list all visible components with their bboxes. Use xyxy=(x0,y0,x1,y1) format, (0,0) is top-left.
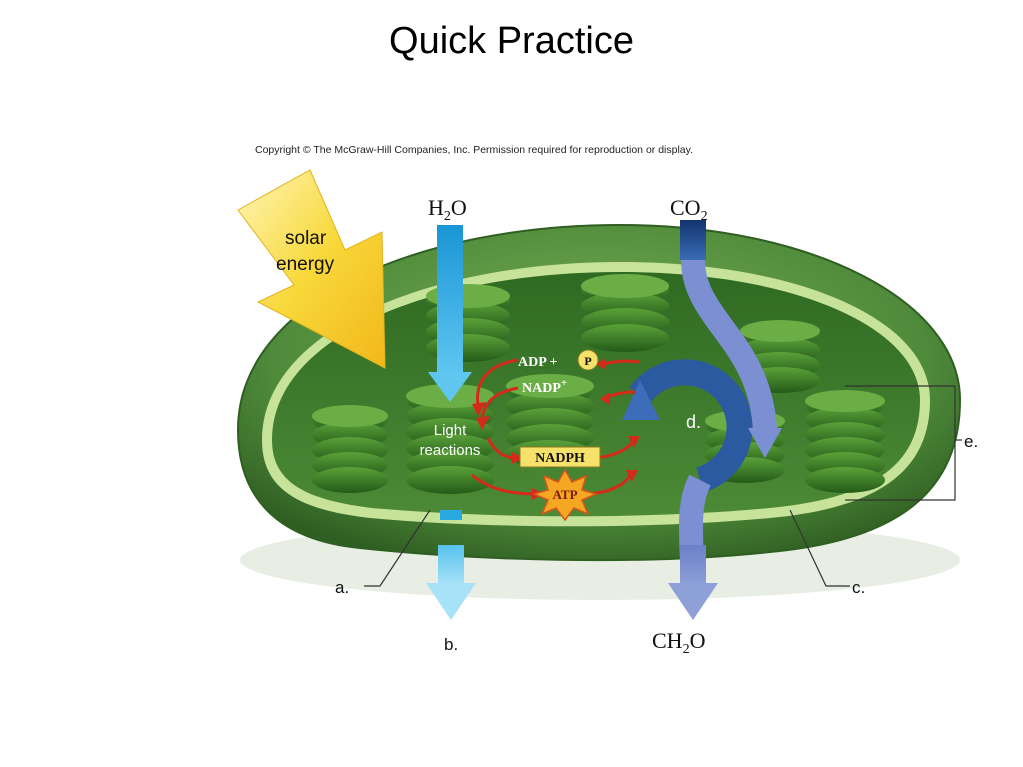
solar-energy-arrow xyxy=(237,169,386,369)
light-reactions-line2: reactions xyxy=(420,442,481,459)
solar-label-line1: solar xyxy=(285,228,327,249)
grana-stacks xyxy=(312,274,885,494)
oxygen-output-arrowhead xyxy=(426,583,476,620)
water-arrowhead xyxy=(428,372,472,402)
nadp-label: NADP+ xyxy=(522,377,567,396)
co2-input-arrow xyxy=(680,220,706,260)
ch2o-output-arrowhead xyxy=(668,583,718,620)
label-e: e. xyxy=(964,432,978,451)
oxygen-output-arrow xyxy=(438,545,464,585)
atp-starburst xyxy=(531,468,599,522)
label-b: b. xyxy=(444,635,458,654)
label-d: d. xyxy=(686,412,701,432)
ch2o-output-arrow xyxy=(680,545,706,585)
atp-label: ATP xyxy=(552,487,577,502)
phosphate-circle xyxy=(577,349,599,371)
callout-lines xyxy=(364,385,962,587)
light-reactions-line1: Light xyxy=(434,422,467,439)
nadph-label: NADPH xyxy=(535,451,585,466)
phosphate-label: P xyxy=(584,354,591,368)
slide-title: Quick Practice xyxy=(389,20,634,62)
copyright-notice: Copyright © The McGraw-Hill Companies, I… xyxy=(255,144,694,156)
ch2o-label: CH2O xyxy=(652,628,705,657)
label-c: c. xyxy=(852,578,865,597)
solar-label-line2: energy xyxy=(276,254,335,275)
adp-label: ADP + xyxy=(518,355,558,370)
nadph-box xyxy=(519,446,601,468)
label-a: a. xyxy=(335,578,349,597)
water-input-arrow xyxy=(437,225,463,375)
h2o-label: H2O xyxy=(428,195,467,224)
co2-label: CO2 xyxy=(670,195,708,224)
